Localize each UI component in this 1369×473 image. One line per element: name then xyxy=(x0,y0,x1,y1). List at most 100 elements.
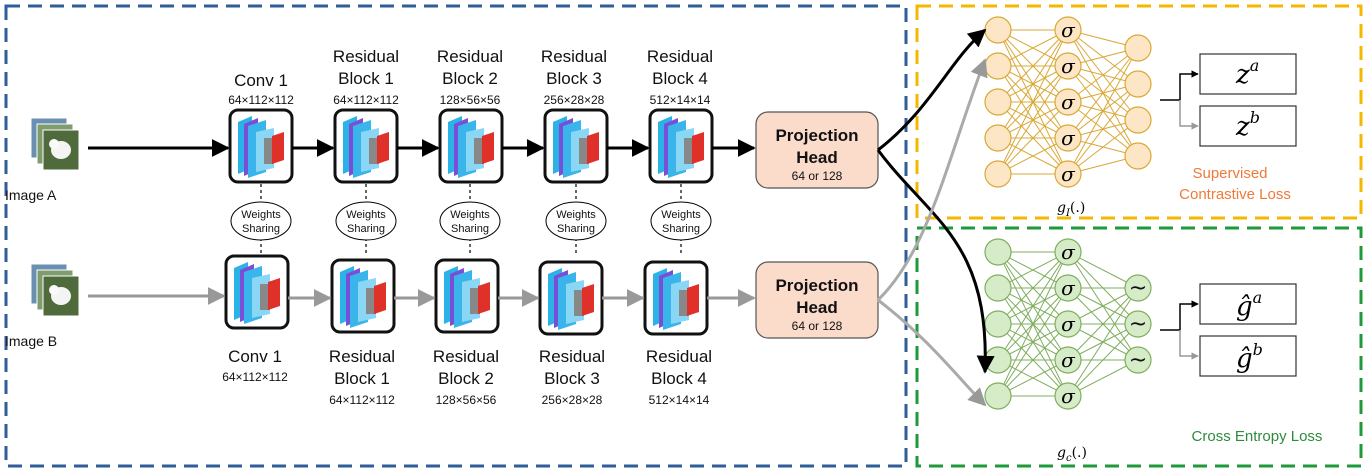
block-top-3 xyxy=(438,108,504,184)
block-3-bottom-name-1: Residual xyxy=(433,347,499,366)
svg-text:σ: σ xyxy=(1061,348,1076,372)
svg-text:Sharing: Sharing xyxy=(451,223,489,235)
output-ga: ĝa xyxy=(1199,283,1297,325)
block-2-bottom-name-2: Block 1 xyxy=(334,369,390,388)
encoder-frame xyxy=(4,4,908,468)
svg-text:ĝa: ĝa xyxy=(1236,288,1262,322)
block-2-bottom-name-1: Residual xyxy=(329,347,395,366)
svg-text:~: ~ xyxy=(1129,276,1147,301)
block-4-bottom-dims: 256×28×28 xyxy=(542,393,603,407)
image-a-label: Image A xyxy=(5,187,57,203)
cross-entropy-frame xyxy=(915,226,1363,468)
block-2-bottom-dims: 64×112×112 xyxy=(329,393,395,407)
svg-text:~: ~ xyxy=(1129,348,1147,373)
supervised-frame xyxy=(915,4,1363,220)
supervised-loss-label-1: Supervised xyxy=(1192,165,1267,182)
block-1-bottom-name: Conv 1 xyxy=(228,347,282,366)
svg-text:Weights: Weights xyxy=(346,209,386,221)
image-a-thumbnail xyxy=(30,117,80,171)
block-5-top-name-1: Residual xyxy=(647,47,713,66)
block-4-bottom-name-1: Residual xyxy=(539,347,605,366)
svg-text:Weights: Weights xyxy=(661,209,701,221)
svg-text:ĝb: ĝb xyxy=(1236,340,1263,374)
block-5-bottom-name-1: Residual xyxy=(646,347,712,366)
block-4-top-dims: 256×28×28 xyxy=(544,93,605,107)
image-b-label: Image B xyxy=(5,333,57,349)
cross-entropy-loss-label: Cross Entropy Loss xyxy=(1192,428,1323,445)
svg-text:Weights: Weights xyxy=(556,209,596,221)
output-zb: zb xyxy=(1199,105,1297,147)
svg-text:σ: σ xyxy=(1061,54,1076,78)
svg-text:Sharing: Sharing xyxy=(557,223,595,235)
svg-text:~: ~ xyxy=(1129,312,1147,337)
projection-head-bottom: Projection Head 64 or 128 xyxy=(755,261,879,339)
block-3-top-dims: 128×56×56 xyxy=(440,93,501,107)
head-connectors xyxy=(876,28,995,407)
svg-text:64 or 128: 64 or 128 xyxy=(792,319,843,333)
block-1-top-name: Conv 1 xyxy=(234,71,288,90)
svg-text:σ: σ xyxy=(1061,240,1076,264)
block-top-1 xyxy=(228,108,294,184)
block-2-top-dims: 64×112×112 xyxy=(333,93,399,107)
block-3-top-name-1: Residual xyxy=(437,47,503,66)
feature-flow-arrows xyxy=(88,139,756,307)
svg-text:Sharing: Sharing xyxy=(662,223,700,235)
svg-text:Projection: Projection xyxy=(775,276,858,295)
block-bottom-5 xyxy=(643,260,709,336)
block-bottom-2 xyxy=(330,258,396,334)
block-5-bottom-dims: 512×14×14 xyxy=(649,393,710,407)
svg-text:Projection: Projection xyxy=(775,126,858,145)
block-top-5 xyxy=(648,108,714,184)
block-top-4 xyxy=(543,108,609,184)
svg-text:Sharing: Sharing xyxy=(242,223,280,235)
svg-text:Weights: Weights xyxy=(241,209,281,221)
svg-text:zb: zb xyxy=(1235,108,1260,142)
svg-text:σ: σ xyxy=(1061,162,1076,186)
block-1-bottom-dims: 64×112×112 xyxy=(222,370,288,384)
block-1-top-dims: 64×112×112 xyxy=(228,93,294,107)
svg-text:σ: σ xyxy=(1061,312,1076,336)
block-bottom-3 xyxy=(434,258,500,334)
svg-text:σ: σ xyxy=(1061,126,1076,150)
block-3-bottom-name-2: Block 2 xyxy=(438,369,494,388)
block-3-top-name-2: Block 2 xyxy=(442,69,498,88)
g-i-label: gI(.) xyxy=(1057,200,1085,219)
output-za: za xyxy=(1199,53,1297,95)
output-gb: ĝb xyxy=(1199,335,1297,377)
svg-text:σ: σ xyxy=(1061,276,1076,300)
svg-text:Head: Head xyxy=(796,298,838,317)
block-5-bottom-name-2: Block 4 xyxy=(651,369,707,388)
svg-text:Weights: Weights xyxy=(450,209,490,221)
output-branch-arrows xyxy=(1160,70,1199,360)
svg-text:Head: Head xyxy=(796,148,838,167)
projection-head-top: Projection Head 64 or 128 xyxy=(755,111,879,189)
block-2-top-name-2: Block 1 xyxy=(338,69,394,88)
block-top-2 xyxy=(333,108,399,184)
svg-text:64 or 128: 64 or 128 xyxy=(792,169,843,183)
svg-text:σ: σ xyxy=(1061,384,1076,408)
svg-text:za: za xyxy=(1235,56,1259,90)
block-3-bottom-dims: 128×56×56 xyxy=(436,393,497,407)
block-2-top-name-1: Residual xyxy=(333,47,399,66)
block-bottom-4 xyxy=(538,260,604,336)
g-c-label: gc(.) xyxy=(1057,445,1087,464)
block-5-top-name-2: Block 4 xyxy=(652,69,708,88)
svg-text:σ: σ xyxy=(1061,18,1076,42)
block-4-bottom-name-2: Block 3 xyxy=(544,369,600,388)
image-b-thumbnail xyxy=(30,263,80,317)
supervised-loss-label-2: Contrastive Loss xyxy=(1179,186,1291,203)
svg-text:Sharing: Sharing xyxy=(347,223,385,235)
block-5-top-dims: 512×14×14 xyxy=(650,93,711,107)
block-4-top-name-1: Residual xyxy=(541,47,607,66)
block-4-top-name-2: Block 3 xyxy=(546,69,602,88)
block-bottom-1 xyxy=(224,254,290,330)
svg-text:σ: σ xyxy=(1061,90,1076,114)
